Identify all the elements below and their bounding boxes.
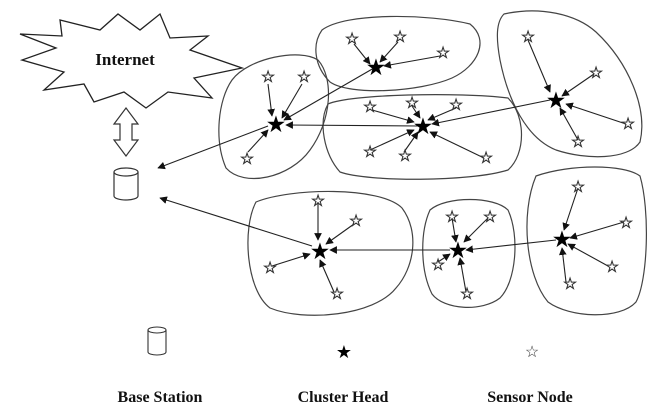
sensor-node-star: ☆ [263, 260, 278, 277]
link [159, 196, 313, 247]
sensor-node-star: ☆ [311, 193, 326, 210]
link [353, 43, 371, 65]
base-station [113, 167, 139, 201]
cluster-head-star: ★ [311, 241, 329, 263]
link [325, 223, 355, 245]
legend-base-station-label: Base Station [118, 389, 203, 406]
cluster-region-c [322, 94, 523, 180]
legend-cluster-head-icon: ★ [336, 342, 352, 362]
link [565, 102, 627, 125]
link [465, 239, 557, 254]
sensor-node-star: ☆ [240, 151, 255, 168]
sensor-node-star: ☆ [521, 29, 536, 46]
cluster-region-a [218, 54, 330, 180]
sensor-node-star: ☆ [445, 209, 460, 226]
sensor-node-star: ☆ [571, 134, 586, 151]
internet-cloud-outline [19, 12, 245, 109]
sensor-node-star: ☆ [363, 144, 378, 161]
sensor-node-star: ☆ [483, 209, 498, 226]
link [383, 55, 441, 69]
link [567, 243, 609, 267]
link [411, 105, 421, 119]
link [319, 259, 335, 293]
link [429, 131, 485, 159]
sensor-node-star: ☆ [405, 95, 420, 112]
link [369, 129, 415, 151]
link [281, 83, 303, 119]
cluster-region-e [247, 190, 414, 316]
sensor-node-star: ☆ [330, 286, 345, 303]
legend-base-station-icon [147, 326, 167, 356]
cluster-region-d [496, 10, 643, 158]
sensor-node-star: ☆ [261, 69, 276, 86]
cluster-head-star: ★ [547, 90, 565, 112]
cluster-region-f [422, 198, 516, 308]
link [427, 107, 457, 121]
link [157, 125, 269, 170]
cluster-regions [218, 10, 647, 316]
sensor-node-star: ☆ [460, 286, 475, 303]
sensor-node-star: ☆ [479, 150, 494, 167]
sensor-node-star: ☆ [589, 65, 604, 82]
sensor-node-star: ☆ [605, 259, 620, 276]
sensor-node-star: ☆ [345, 31, 360, 48]
legend-cluster-head-label: Cluster Head [298, 389, 389, 406]
sensor-nodes: ☆ ☆ ☆ ☆ ☆ ☆ ☆ ☆ ☆ ☆ ☆ ☆ ☆ ☆ ☆ ☆ ☆ ☆ ☆ ☆ … [240, 29, 636, 303]
links [157, 39, 627, 293]
sensor-node-star: ☆ [431, 257, 446, 274]
sensor-node-star: ☆ [563, 276, 578, 293]
cluster-head-star: ★ [414, 116, 432, 138]
internet-link-arrow [112, 107, 140, 157]
link [283, 67, 375, 121]
cluster-head-star: ★ [449, 240, 467, 262]
link [267, 83, 275, 117]
link [371, 109, 415, 124]
link [463, 217, 489, 243]
cluster-head-star: ★ [267, 114, 285, 136]
link [457, 257, 467, 293]
sensor-node-star: ☆ [449, 97, 464, 114]
link [562, 187, 579, 231]
sensor-node-star: ☆ [619, 215, 634, 232]
cluster-region-b [315, 15, 481, 92]
sensor-node-star: ☆ [393, 29, 408, 46]
sensor-node-star: ☆ [297, 69, 312, 86]
sensor-node-star: ☆ [571, 179, 586, 196]
legend: ★ ☆ Base Station Cluster Head Sensor Nod… [118, 326, 573, 406]
link [379, 41, 399, 63]
link [271, 252, 311, 267]
link [558, 247, 567, 283]
link [561, 73, 595, 97]
internet-label: Internet [95, 50, 155, 69]
sensor-node-star: ☆ [363, 99, 378, 116]
link [451, 217, 459, 243]
link [285, 121, 419, 129]
sensor-node-star: ☆ [398, 148, 413, 165]
link [559, 107, 579, 141]
internet-cloud: Internet [19, 12, 245, 109]
cluster-head-star: ★ [553, 229, 571, 251]
cluster-heads: ★ ★ ★ ★ ★ ★ ★ [267, 57, 571, 263]
legend-sensor-node-label: Sensor Node [487, 389, 573, 406]
link [527, 39, 551, 93]
link [403, 131, 419, 153]
sensor-node-star: ☆ [436, 45, 451, 62]
link [247, 129, 269, 153]
sensor-node-star: ☆ [621, 116, 636, 133]
sensor-node-star: ☆ [349, 213, 364, 230]
cluster-head-star: ★ [367, 57, 385, 79]
link [431, 99, 551, 127]
cluster-region-g [526, 166, 647, 316]
legend-sensor-node-icon: ☆ [525, 344, 539, 361]
link [569, 221, 625, 240]
link [437, 253, 451, 263]
